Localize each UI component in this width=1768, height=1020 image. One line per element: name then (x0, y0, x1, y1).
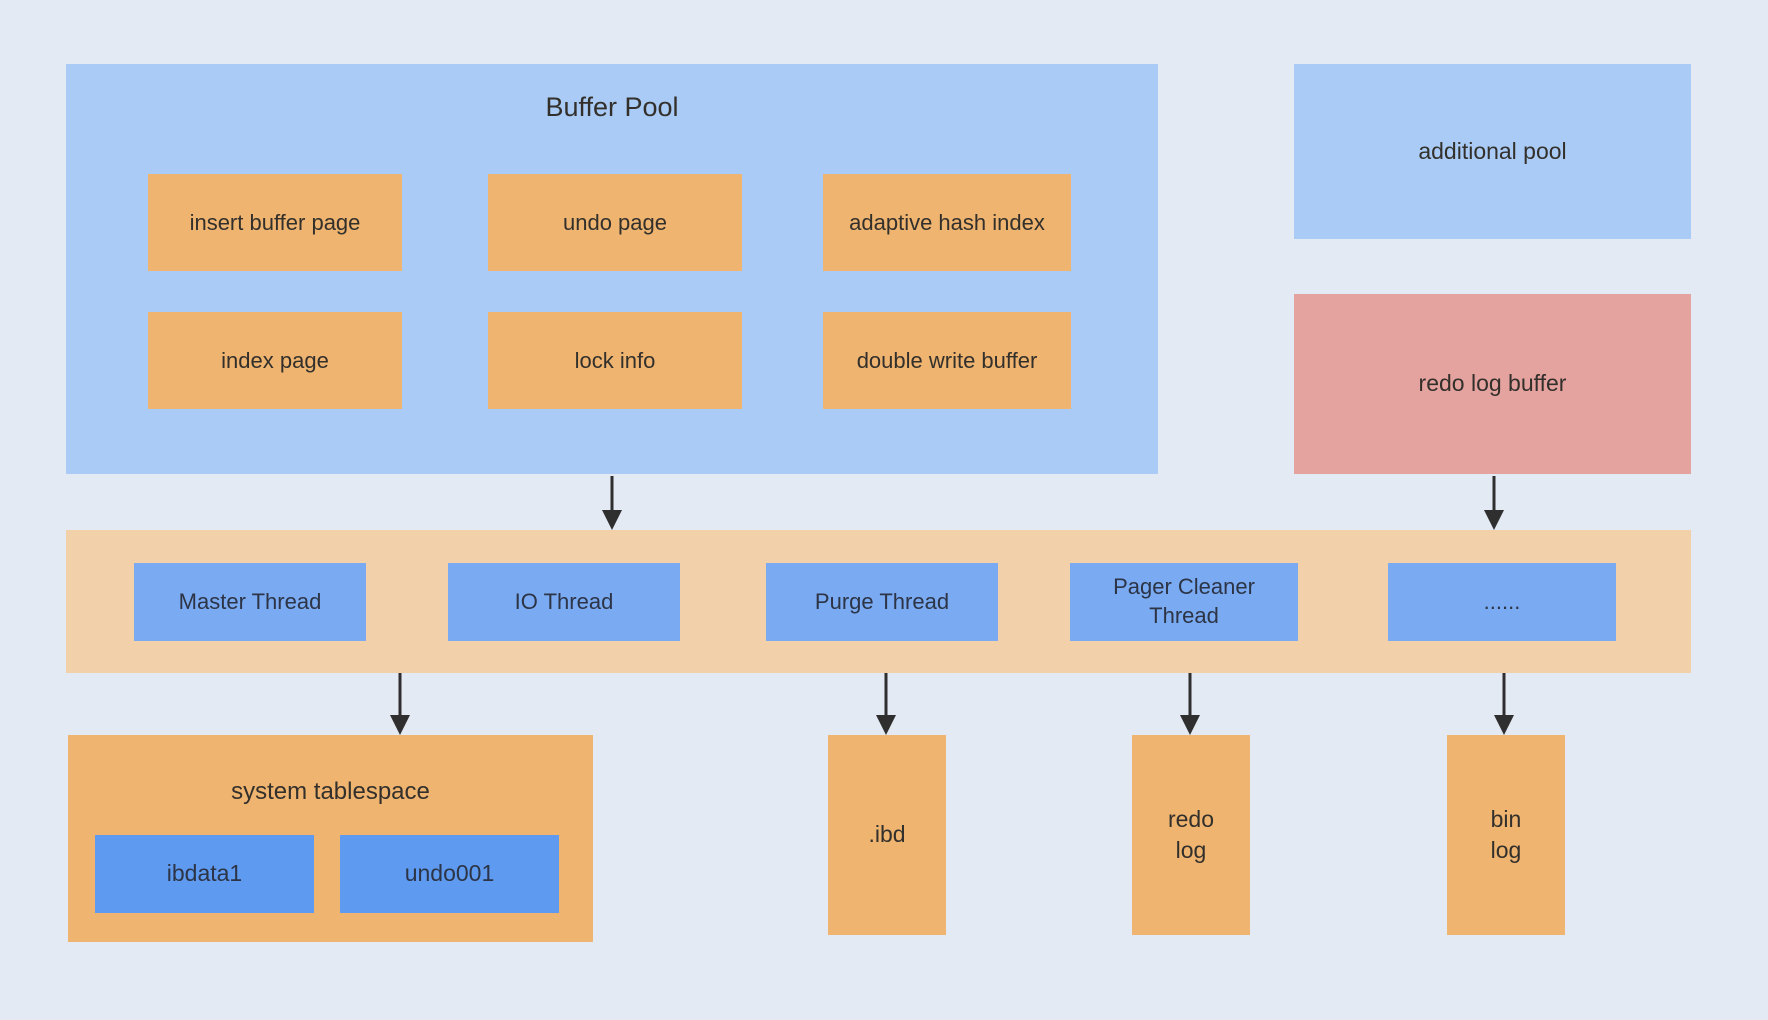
additional-pool-block: additional pool (1294, 64, 1691, 239)
buffer-pool-cell-adaptive-hash-index: adaptive hash index (823, 174, 1071, 271)
arrow-master-thread-to-system-tablespace (389, 673, 411, 735)
buffer-pool-container: Buffer Pool insert buffer page undo page… (66, 64, 1158, 474)
thread-master-thread[interactable]: Master Thread (134, 563, 366, 641)
thread-io-thread[interactable]: IO Thread (448, 563, 680, 641)
arrow-thread-to-bin-log (1493, 673, 1515, 735)
system-tablespace-file-undo001: undo001 (340, 835, 559, 913)
thread-bar-container: Master Thread IO Thread Purge Thread Pag… (66, 530, 1691, 673)
arrow-io-thread-to-ibd (875, 673, 897, 735)
redo-log-buffer-block: redo log buffer (1294, 294, 1691, 474)
buffer-pool-title: Buffer Pool (545, 92, 679, 122)
buffer-pool-cell-insert-buffer-page: insert buffer page (148, 174, 402, 271)
arrow-redo-log-buffer-to-threads (1483, 476, 1505, 530)
system-tablespace-title: system tablespace (231, 778, 430, 805)
storage-bin-log-file: bin log (1447, 735, 1565, 935)
thread-pager-cleaner-thread[interactable]: Pager Cleaner Thread (1070, 563, 1298, 641)
buffer-pool-cell-undo-page: undo page (488, 174, 742, 271)
storage-redo-log-file: redo log (1132, 735, 1250, 935)
arrow-thread-to-redo-log (1179, 673, 1201, 735)
buffer-pool-cell-lock-info: lock info (488, 312, 742, 409)
thread-ellipsis[interactable]: ...... (1388, 563, 1616, 641)
system-tablespace-file-ibdata1: ibdata1 (95, 835, 314, 913)
arrow-buffer-pool-to-threads (601, 476, 623, 530)
buffer-pool-cell-index-page: index page (148, 312, 402, 409)
storage-ibd-file: .ibd (828, 735, 946, 935)
system-tablespace-container: system tablespace ibdata1 undo001 (68, 735, 593, 942)
thread-purge-thread[interactable]: Purge Thread (766, 563, 998, 641)
buffer-pool-cell-double-write-buffer: double write buffer (823, 312, 1071, 409)
